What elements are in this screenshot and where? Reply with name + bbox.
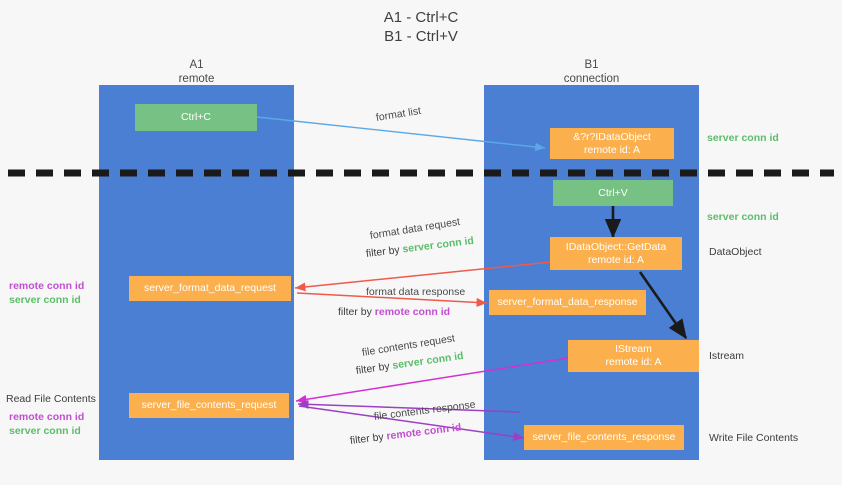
node-idataobject-top-line2: remote id: A <box>583 143 641 156</box>
note-server-conn-id-2: server conn id <box>9 425 81 437</box>
node-sfdres-label: server_format_data_response <box>497 296 638 308</box>
note-server-conn-id-top: server conn id <box>707 132 779 144</box>
node-server-file-contents-request[interactable]: server_file_contents_request <box>129 393 289 418</box>
lane-a1-name: A1 <box>189 59 204 71</box>
title-line-2: B1 - Ctrl+V <box>384 28 458 45</box>
note-server-conn-id-mid: server conn id <box>707 211 779 223</box>
node-idataobject-top-line1: &?r?IDataObject <box>573 130 651 143</box>
filter-value-server-conn-id-1: server conn id <box>401 234 475 256</box>
node-istream-line2: remote id: A <box>605 356 662 368</box>
page-title: A1 - Ctrl+C B1 - Ctrl+V <box>0 8 842 46</box>
node-sfdreq-label: server_format_data_request <box>144 282 276 294</box>
lane-header-a1: A1 remote <box>99 58 294 86</box>
edge-label-format-data-response: format data response <box>366 286 466 298</box>
node-server-format-data-request[interactable]: server_format_data_request <box>129 276 291 301</box>
node-ctrl-v-label: Ctrl+V <box>598 186 628 199</box>
filter-value-remote-conn-id-2: remote conn id <box>385 421 462 443</box>
node-server-file-contents-response[interactable]: server_file_contents_response <box>524 425 684 450</box>
node-ctrl-v[interactable]: Ctrl+V <box>553 180 673 206</box>
lane-b1-sub: connection <box>563 73 620 85</box>
edge-filter-format-data-response: filter by remote conn id <box>338 305 450 319</box>
note-conn-pair-top: remote conn id server conn id <box>9 279 84 307</box>
lane-header-b1: B1 connection <box>484 58 699 86</box>
edge-label-format-list: format list <box>375 104 422 124</box>
filter-value-remote-conn-id-1: remote conn id <box>374 306 451 318</box>
edge-filter-file-contents-response: filter by remote conn id <box>349 420 462 448</box>
lane-a1-sub: remote <box>178 73 215 85</box>
node-istream[interactable]: IStream remote id: A <box>568 340 699 372</box>
title-line-1: A1 - Ctrl+C <box>383 9 459 26</box>
note-remote-conn-id-2: remote conn id <box>9 411 85 423</box>
node-sfcres-label: server_file_contents_response <box>532 431 676 443</box>
node-istream-line1: IStream <box>615 343 652 355</box>
node-getdata-line2: remote id: A <box>587 253 645 266</box>
note-istream: Istream <box>709 350 745 362</box>
lane-b1-name: B1 <box>584 59 599 71</box>
filter-prefix-1: filter by <box>365 243 404 260</box>
filter-prefix-3: filter by <box>355 359 394 377</box>
filter-prefix-2: filter by <box>338 306 375 318</box>
note-dataobject: DataObject <box>709 246 762 258</box>
note-read-file-contents: Read File Contents <box>6 393 96 405</box>
note-write-file-contents: Write File Contents <box>709 432 799 444</box>
note-remote-conn-id-1: remote conn id <box>9 280 85 292</box>
note-server-conn-id-1: server conn id <box>9 294 81 306</box>
node-sfcreq-label: server_file_contents_request <box>141 399 277 411</box>
node-getdata-line1: IDataObject::GetData <box>565 240 667 253</box>
node-ctrl-c-label: Ctrl+C <box>180 111 212 123</box>
node-idataobject-getdata[interactable]: IDataObject::GetData remote id: A <box>550 237 682 270</box>
filter-prefix-4: filter by <box>349 430 388 447</box>
note-conn-pair-bottom: remote conn id server conn id <box>9 410 84 438</box>
node-idataobject-top[interactable]: &?r?IDataObject remote id: A <box>550 128 674 159</box>
node-ctrl-c[interactable]: Ctrl+C <box>135 104 257 131</box>
edge-label-file-contents-response: file contents response <box>373 398 477 423</box>
node-server-format-data-response[interactable]: server_format_data_response <box>489 290 646 315</box>
